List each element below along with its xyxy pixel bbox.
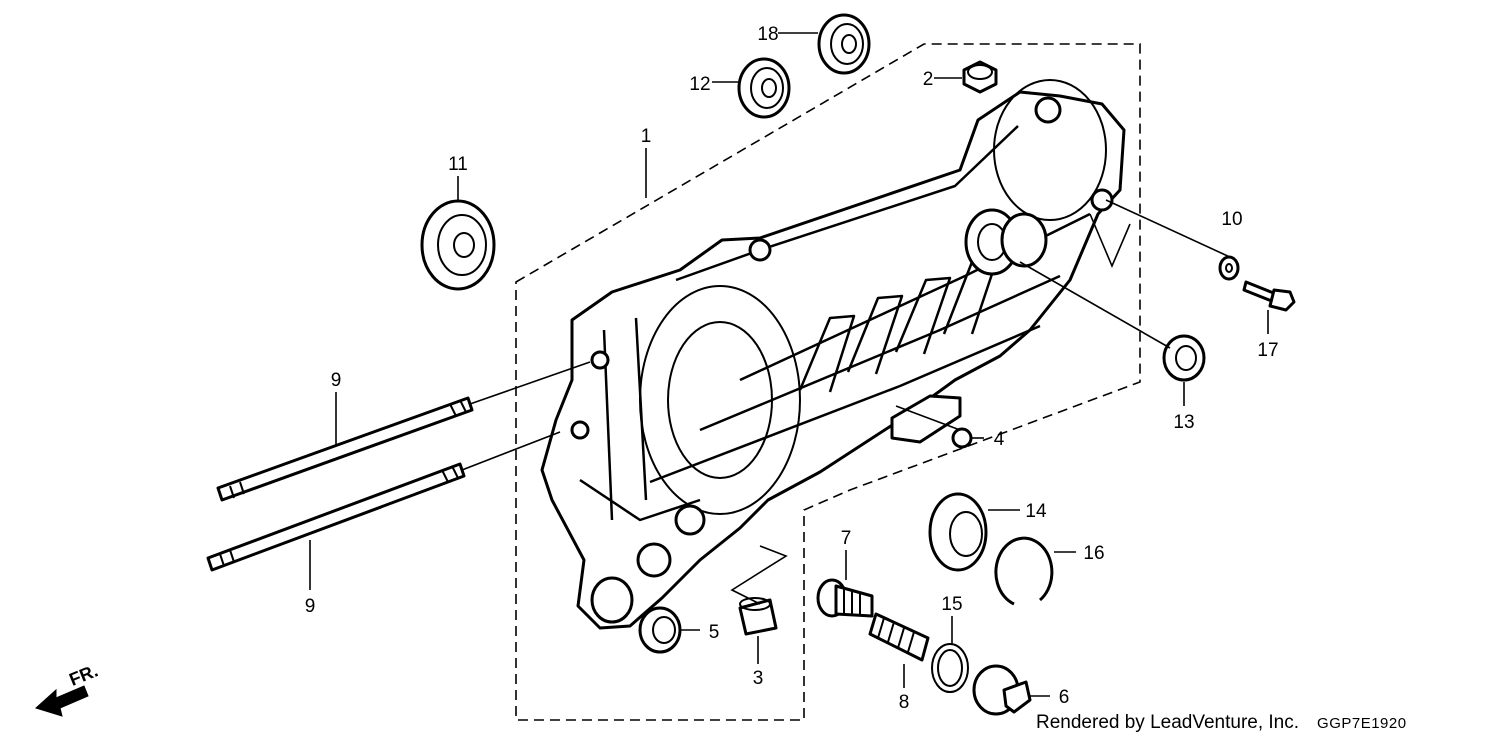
callout-5: 5 bbox=[709, 622, 720, 643]
bearing-18[interactable] bbox=[817, 13, 871, 75]
callout-17: 17 bbox=[1257, 340, 1278, 361]
oil-seal-2[interactable] bbox=[962, 60, 998, 94]
oil-seal-13[interactable] bbox=[1162, 334, 1206, 382]
callout-11: 11 bbox=[448, 154, 468, 175]
callout-labels: 1 18 12 2 11 9 9 10 17 13 4 5 3 7 8 14 1… bbox=[305, 24, 1279, 713]
callout-9-upper: 9 bbox=[331, 370, 342, 391]
callout-18: 18 bbox=[757, 24, 778, 45]
front-arrow-icon: FR. bbox=[35, 660, 101, 717]
callout-2: 2 bbox=[923, 69, 934, 90]
bearing-12[interactable] bbox=[737, 57, 791, 119]
callout-1: 1 bbox=[641, 126, 652, 147]
stud-bolt-9-upper[interactable] bbox=[216, 396, 474, 502]
nut-4[interactable] bbox=[951, 427, 973, 449]
callout-6: 6 bbox=[1059, 687, 1070, 708]
dowel-pin-3[interactable] bbox=[738, 597, 778, 636]
stud-bolt-9-lower[interactable] bbox=[206, 462, 466, 572]
callout-8: 8 bbox=[899, 692, 910, 713]
callout-13: 13 bbox=[1173, 412, 1194, 433]
diagram-code: GGP7E1920 bbox=[1317, 715, 1407, 732]
callout-4: 4 bbox=[994, 429, 1005, 450]
callout-15: 15 bbox=[941, 594, 962, 615]
callout-16: 16 bbox=[1083, 543, 1104, 564]
callout-14: 14 bbox=[1025, 501, 1047, 522]
bolt-17[interactable] bbox=[1242, 280, 1296, 312]
spring-8[interactable] bbox=[868, 612, 930, 662]
front-arrow-label: FR. bbox=[66, 660, 100, 689]
drain-bolt-7[interactable] bbox=[816, 578, 874, 618]
o-ring-15[interactable] bbox=[931, 643, 969, 693]
drain-plug-6[interactable] bbox=[972, 664, 1032, 716]
strainer-screen-14[interactable] bbox=[928, 492, 988, 572]
assembly-outline bbox=[515, 43, 1141, 721]
bearing-5[interactable] bbox=[638, 606, 682, 654]
circlip-16[interactable] bbox=[994, 536, 1054, 606]
leader-lines bbox=[309, 32, 1269, 697]
bearing-11[interactable] bbox=[420, 199, 496, 291]
callout-10: 10 bbox=[1221, 209, 1242, 230]
callout-12: 12 bbox=[689, 74, 710, 95]
render-credit: Rendered by LeadVenture, Inc. GGP7E1920 bbox=[1036, 712, 1407, 734]
callout-9-lower: 9 bbox=[305, 596, 316, 617]
washer-10[interactable] bbox=[1218, 255, 1240, 281]
callout-7: 7 bbox=[841, 528, 852, 549]
callout-3: 3 bbox=[753, 668, 764, 689]
render-credit-text: Rendered by LeadVenture, Inc. bbox=[1036, 712, 1300, 733]
crankcase-body[interactable] bbox=[540, 79, 1126, 630]
